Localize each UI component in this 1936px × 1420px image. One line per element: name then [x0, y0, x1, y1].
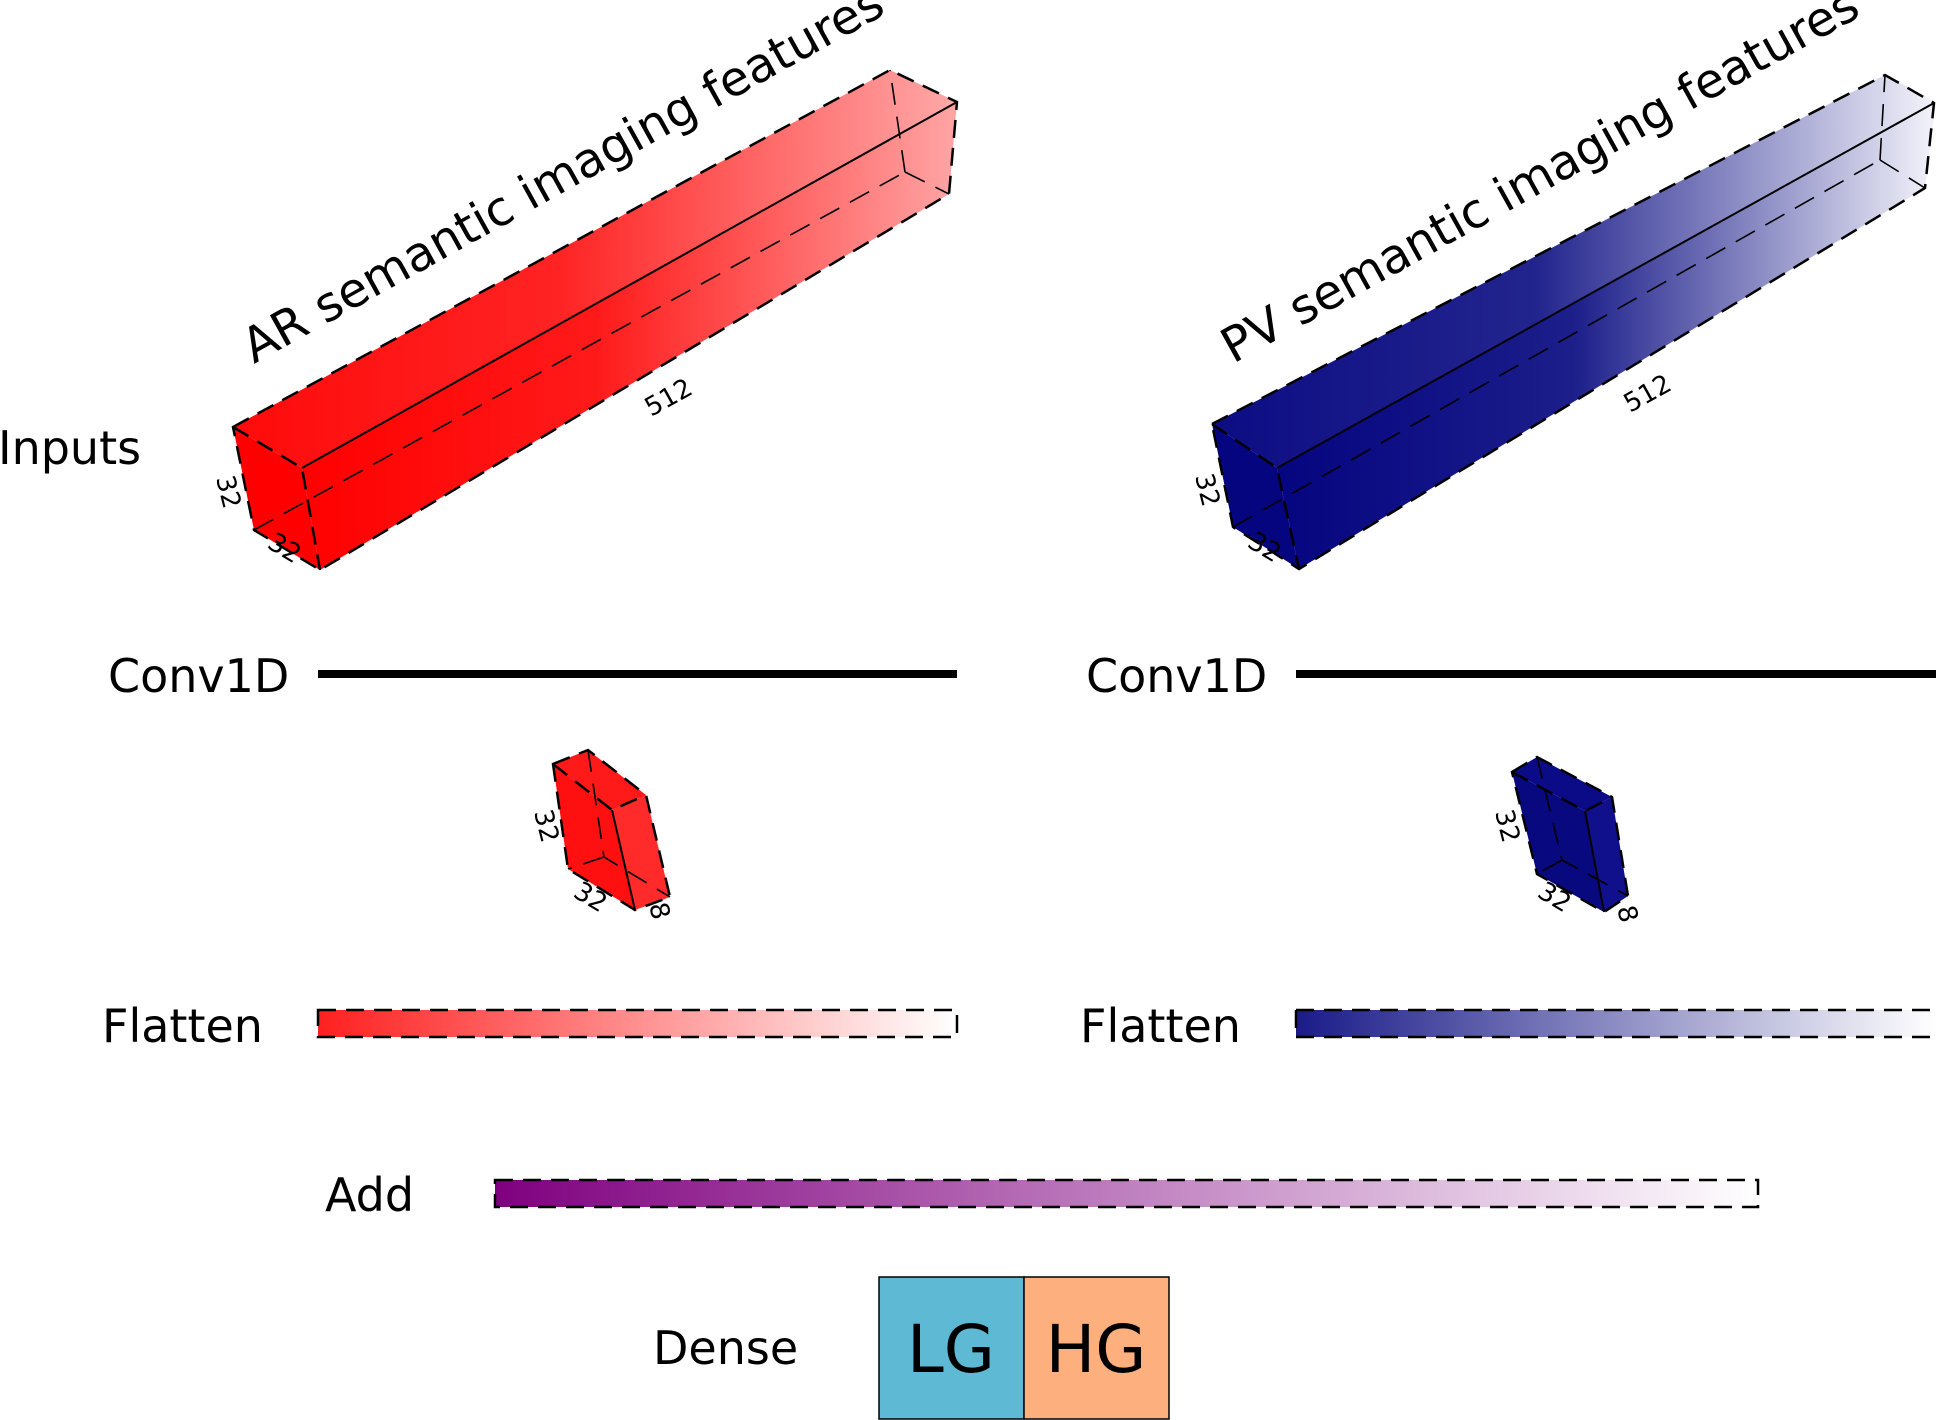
ar-conv-output-block: [551, 748, 672, 912]
conv1d-label-right: Conv1D: [1086, 649, 1267, 703]
dense-hg-label: HG: [1046, 1311, 1147, 1388]
ar-conv-dim-depth: 8: [642, 899, 675, 922]
dense-output: LG HG: [878, 1276, 1170, 1420]
ar-input-dim-length: 512: [640, 373, 698, 423]
ar-input-dim-height: 32: [209, 472, 246, 511]
pv-conv-output-block: [1510, 755, 1630, 914]
flatten-label-left: Flatten: [102, 999, 263, 1053]
dense-hg-box: [1023, 1276, 1170, 1420]
pv-conv-dim-depth: 8: [1610, 902, 1643, 925]
ar-branch: AR semantic imaging features 512 32 32 3…: [209, 0, 959, 1039]
ar-conv-dim-height: 32: [527, 806, 564, 845]
pv-input-dim-length: 512: [1619, 369, 1677, 419]
ar-input-block: [231, 68, 959, 572]
pv-branch: PV semantic imaging features 512 32 32 3…: [1188, 0, 1936, 1039]
flatten-label-right: Flatten: [1080, 999, 1241, 1053]
add-label: Add: [325, 1168, 414, 1222]
pv-input-block: [1210, 73, 1936, 571]
inputs-label: Inputs: [0, 421, 141, 475]
conv1d-label-left: Conv1D: [108, 649, 289, 703]
pv-input-dim-height: 32: [1188, 470, 1225, 509]
dense-lg-label: LG: [907, 1311, 995, 1388]
pv-conv-dim-height: 32: [1488, 806, 1525, 845]
ar-flatten-bar: [316, 1008, 959, 1039]
dense-label: Dense: [653, 1321, 798, 1375]
add-bar: [493, 1178, 1760, 1209]
pv-flatten-bar: [1294, 1008, 1936, 1039]
dense-lg-box: [878, 1276, 1025, 1420]
